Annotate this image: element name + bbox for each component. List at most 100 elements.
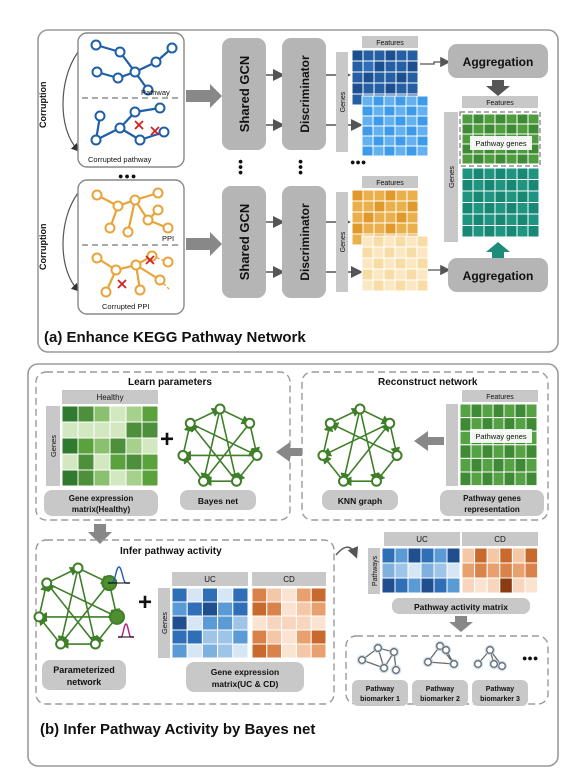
matrix-cell (93, 469, 111, 487)
graph-node (251, 449, 263, 461)
matrix-cell (395, 82, 408, 95)
plus-sign-2: + (138, 589, 152, 616)
matrix-cell (525, 403, 538, 419)
matrix-cell (483, 113, 496, 125)
matrix-cell (486, 547, 501, 564)
knn-graph-box (322, 490, 398, 510)
biomarker-1-line2: biomarker 1 (360, 696, 400, 703)
corruption-arrow-top (62, 51, 80, 152)
matrix-cell (405, 125, 418, 137)
matrix-cell (406, 211, 419, 224)
matrix-cell (527, 179, 540, 192)
matrix-cell (186, 615, 203, 631)
matrix-cell (459, 430, 472, 446)
matrix-cell (405, 246, 418, 259)
matrix-cell (505, 225, 518, 238)
matrix-cell (461, 190, 474, 203)
merged-matrix-teal (461, 167, 540, 238)
ellipsis-disc: ●●● (296, 159, 306, 175)
matrix-cell (405, 115, 418, 127)
matrix-cell (481, 444, 494, 459)
matrix-cell (186, 629, 203, 645)
matrix-cell (125, 405, 143, 423)
matrix-cell (472, 167, 485, 180)
matrix-cell (266, 601, 283, 617)
matrix-cell (472, 179, 485, 192)
matrix-cell (171, 615, 188, 631)
matrix-cell (201, 615, 219, 631)
matrix-cell (141, 469, 159, 487)
matrix-cell (395, 49, 408, 62)
pathway-genes-repr-box (440, 490, 544, 516)
matrix-cell (406, 71, 419, 84)
matrix-cell (61, 421, 79, 439)
matrix-cell (141, 405, 159, 423)
matrix-cell (514, 471, 527, 487)
matrix-cell (384, 71, 397, 84)
matrix-cell (351, 82, 364, 95)
matrix-cell (372, 268, 385, 281)
embedding-matrix-light-blue (361, 95, 429, 157)
matrix-cell (499, 547, 513, 564)
matrix-cell (266, 615, 283, 631)
graph-node (424, 658, 432, 666)
matrix-cell (281, 587, 297, 603)
matrix-cell (186, 601, 203, 617)
matrix-cell (351, 189, 364, 202)
genes-label-bottom: Genes (340, 231, 347, 252)
graph-node (391, 449, 403, 461)
matrix-cell (141, 453, 159, 471)
matrix-cell (361, 246, 374, 259)
matrix-cell (395, 71, 408, 84)
matrix-cell (351, 60, 364, 73)
matrix-cell (472, 213, 485, 226)
matrix-cell (394, 115, 407, 127)
matrix-cell (351, 222, 364, 235)
matrix-cell (470, 403, 483, 419)
matrix-cell (524, 547, 539, 564)
matrix-cell (394, 95, 407, 107)
matrix-cell (516, 153, 529, 165)
matrix-cell (524, 577, 539, 594)
matrix-cell (446, 577, 461, 594)
graph-node (184, 417, 196, 429)
matrix-cell (505, 179, 518, 192)
matrix-cell (470, 457, 483, 473)
matrix-cell (201, 587, 219, 603)
matrix-cell (383, 246, 396, 259)
matrix-cell (361, 145, 374, 157)
parameterized-network-box (42, 660, 126, 690)
gene-expression-matrix-uc (171, 587, 249, 659)
arrow-knn-to-bayes (276, 442, 302, 462)
matrix-cell (461, 225, 474, 238)
matrix-cell (405, 145, 418, 157)
matrix-cell (383, 135, 396, 147)
matrix-cell (217, 643, 234, 659)
matrix-cell (394, 125, 407, 137)
shared-gcn-box-bottom (222, 186, 266, 298)
matrix-cell (394, 547, 409, 564)
uc-bar-2 (384, 532, 460, 546)
discriminator-label-bottom: Discriminator (298, 203, 312, 281)
matrix-cell (483, 213, 496, 226)
gene-expr-uccd-line2: matrix(UC & CD) (212, 679, 279, 689)
matrix-cell (361, 135, 374, 147)
matrix-cell (372, 115, 385, 127)
matrix-cell (383, 235, 396, 248)
uc-bar-1 (172, 572, 248, 586)
matrix-cell (383, 145, 396, 157)
ellipsis-gcn: ●●● (236, 159, 246, 175)
matrix-cell (494, 179, 507, 192)
biomarker-1-box (352, 680, 408, 706)
arrow-down-infer (88, 524, 112, 544)
matrix-cell (524, 562, 539, 579)
matrix-cell (383, 95, 396, 107)
matrix-cell (483, 153, 496, 165)
matrix-cell (217, 601, 234, 617)
gene-expr-uccd-box (186, 662, 304, 692)
cd-label-2: CD (494, 535, 506, 544)
matrix-cell (295, 615, 312, 631)
matrix-cell (527, 167, 540, 180)
matrix-cell (505, 202, 518, 215)
matrix-cell (384, 200, 397, 213)
